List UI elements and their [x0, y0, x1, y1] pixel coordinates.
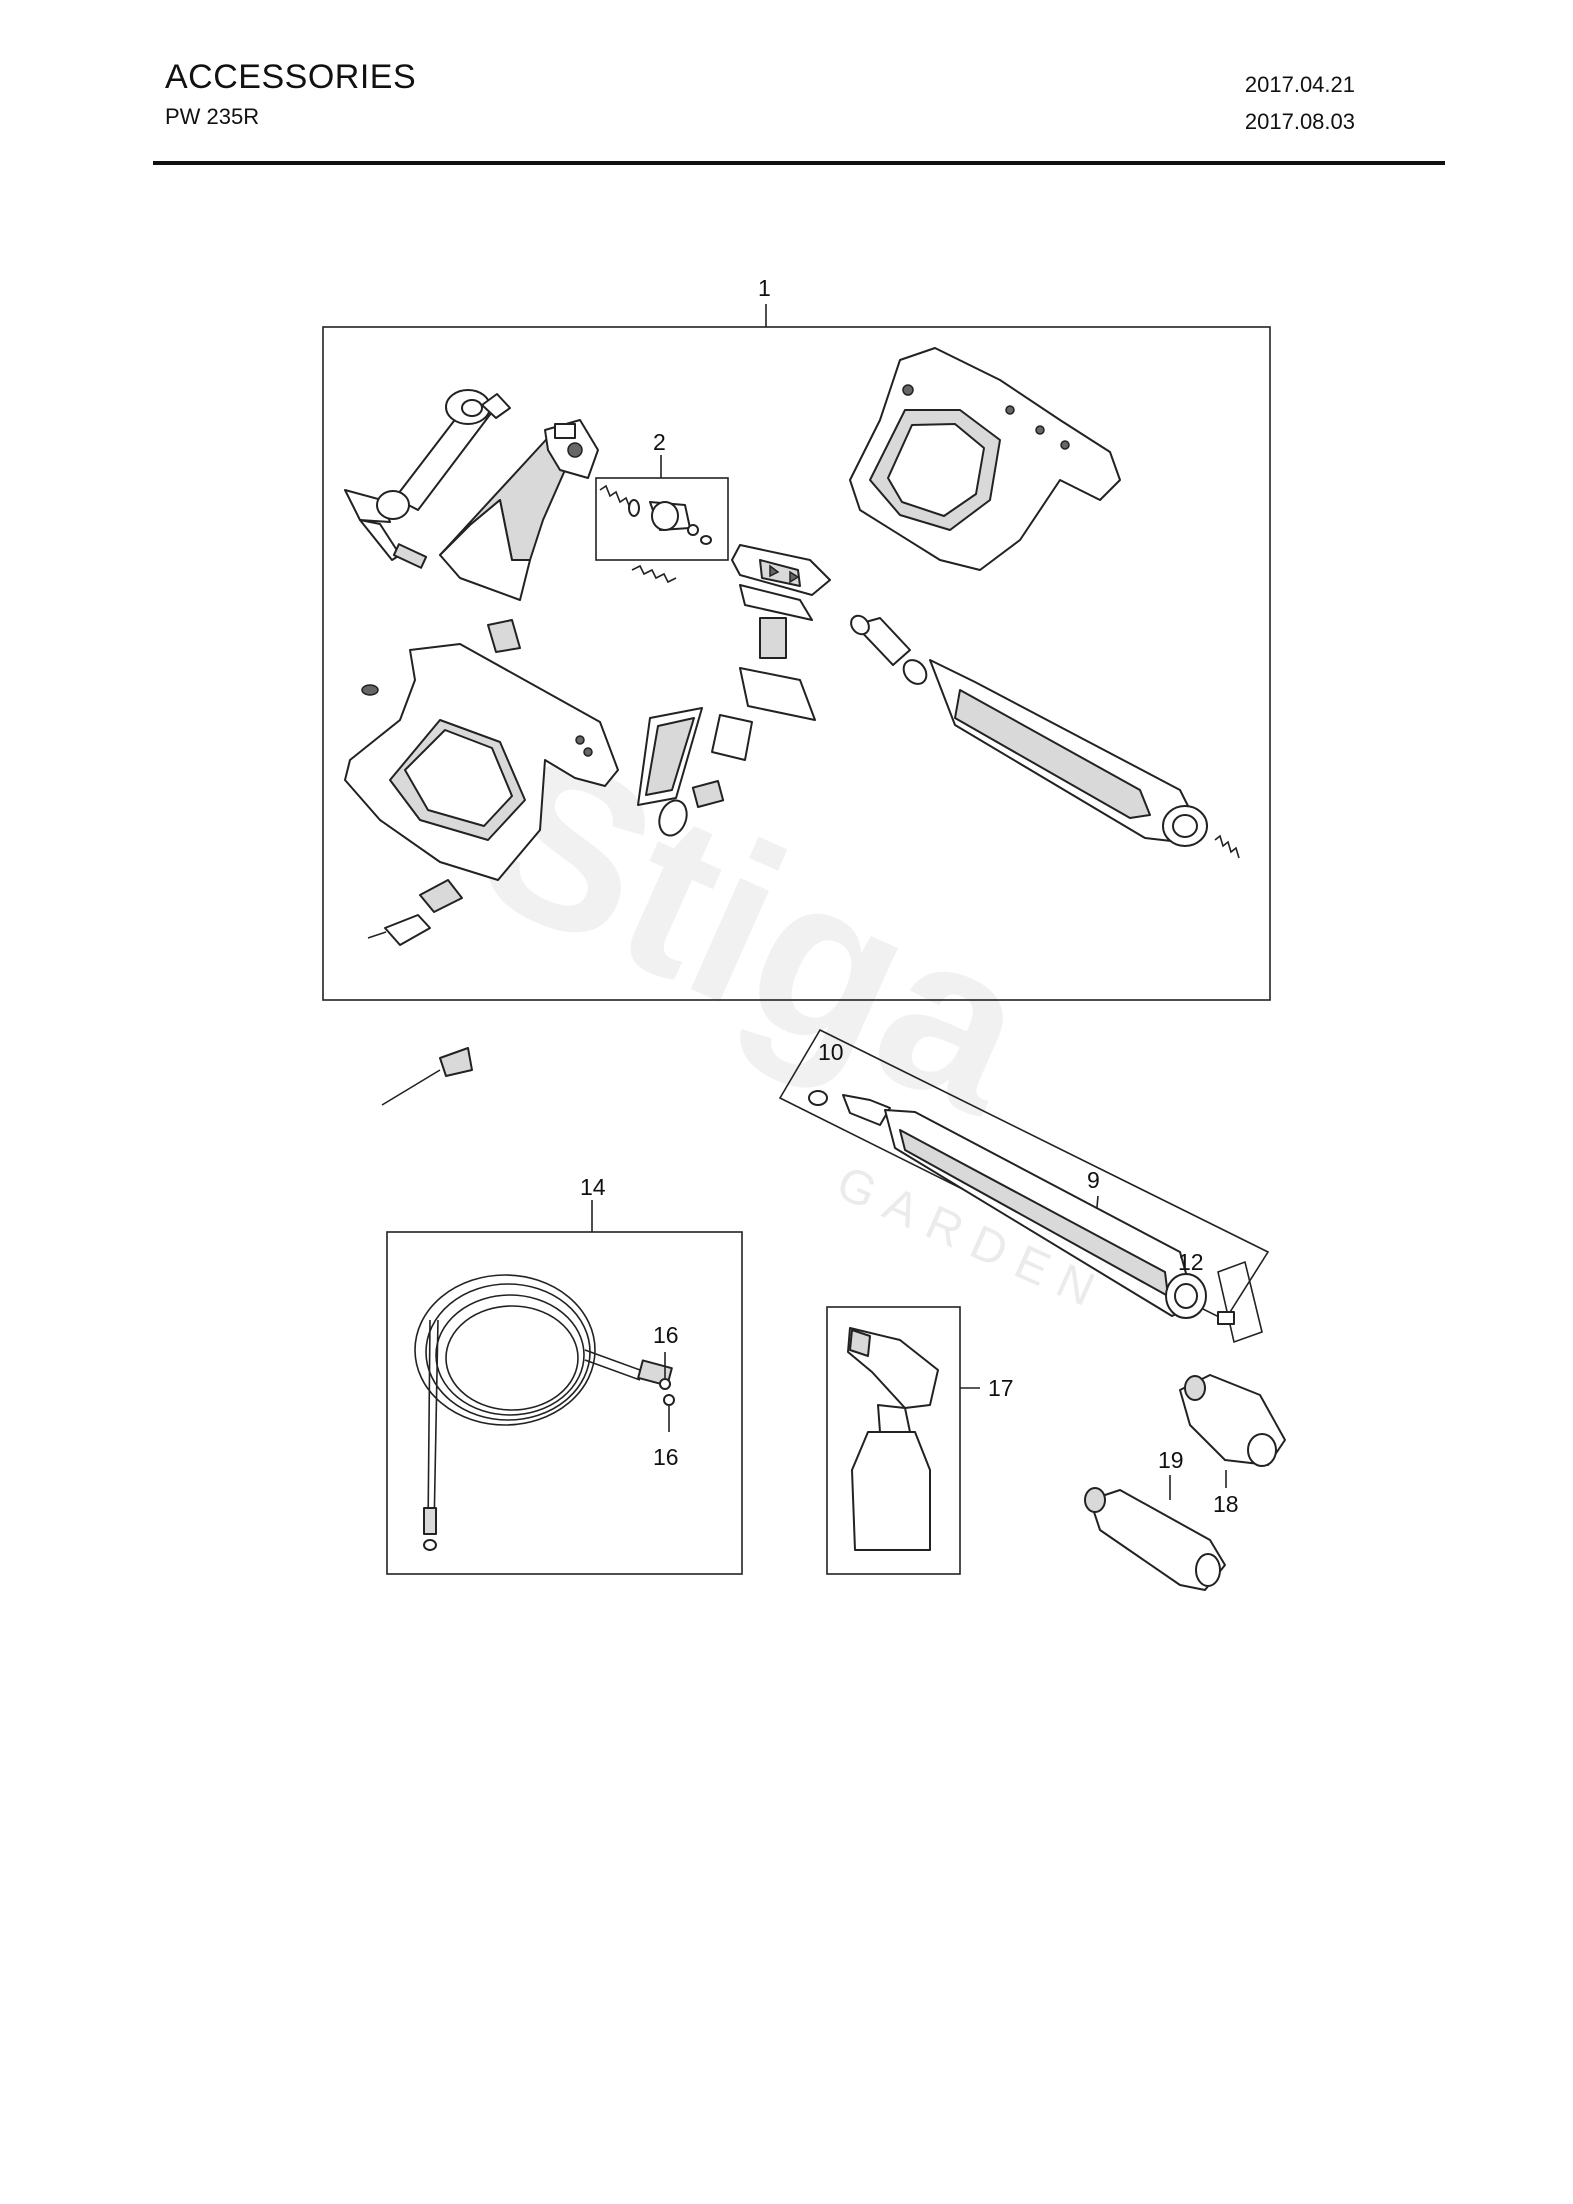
nozzle-19-part: 19	[1084, 1447, 1226, 1591]
header-divider	[153, 161, 1445, 165]
date-created: 2017.04.21	[1244, 72, 1355, 97]
date-revised: 2017.08.03	[1244, 109, 1355, 134]
left-handle-shell	[344, 643, 619, 881]
valve-kit-group: 2	[595, 429, 729, 561]
callout-2: 2	[653, 429, 666, 455]
hose-oring-top	[659, 1378, 671, 1390]
callout-9: 9	[1087, 1167, 1100, 1193]
callout-14: 14	[580, 1174, 606, 1200]
gun-barrel-part	[850, 614, 1240, 859]
needle-tool-part	[381, 1047, 473, 1106]
lance-oring	[808, 1090, 828, 1106]
bottom-clip-part	[367, 879, 463, 946]
hose-oring-bottom	[663, 1394, 675, 1406]
hose-group: 14 16 16	[386, 1174, 743, 1575]
page-title: ACCESSORIES	[165, 58, 417, 96]
barrel-spring	[1214, 834, 1240, 859]
model-number: PW 235R	[165, 104, 260, 129]
callout-16-bottom: 16	[653, 1444, 679, 1470]
spring-part	[631, 564, 677, 584]
callout-16-top: 16	[653, 1322, 679, 1348]
nozzle-18-part: 18	[1179, 1374, 1286, 1517]
valve-kit-frame	[595, 477, 729, 561]
trigger-plate-part	[439, 419, 599, 601]
gun-assembly-group: 1 2	[322, 275, 1271, 1001]
foam-bottle-frame	[826, 1306, 961, 1575]
callout-19: 19	[1158, 1447, 1184, 1473]
valve-spring	[599, 484, 631, 509]
callout-17: 17	[988, 1375, 1014, 1401]
right-handle-shell	[849, 347, 1121, 571]
foam-bottle-group: 17	[826, 1306, 1014, 1575]
callout-12: 12	[1178, 1249, 1204, 1275]
switch-pad-part	[691, 544, 831, 809]
gun-assembly-frame	[322, 326, 1271, 1001]
screw-part	[361, 684, 379, 696]
grip-pad-part	[637, 707, 703, 837]
callout-1: 1	[758, 275, 771, 301]
callout-18: 18	[1213, 1491, 1239, 1517]
lance-group: 10 9 12	[778, 1028, 1270, 1344]
hose-frame	[386, 1231, 743, 1575]
clip-part	[487, 619, 521, 653]
callout-10: 10	[818, 1039, 844, 1065]
trigger-arm-part	[344, 389, 511, 569]
